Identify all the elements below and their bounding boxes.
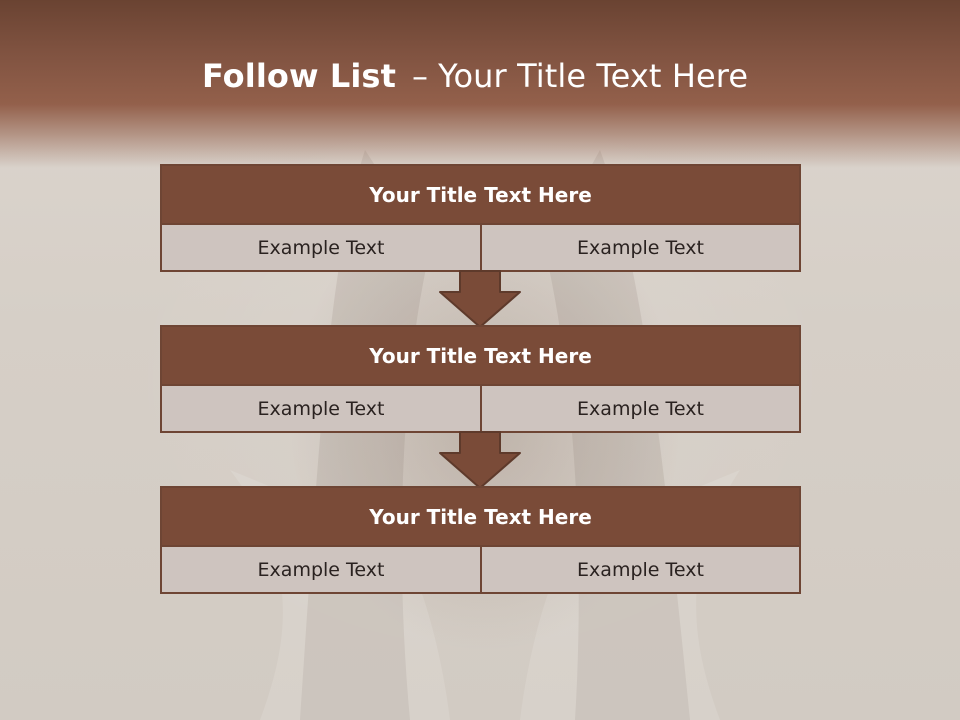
step-box-2: Your Title Text Here Example Text Exampl… <box>160 325 801 433</box>
step-cell-right: Example Text <box>482 386 799 431</box>
step-cell-left: Example Text <box>162 547 480 592</box>
step-title: Your Title Text Here <box>162 327 799 384</box>
slide-title: Follow List–Your Title Text Here <box>202 52 748 100</box>
step-box-1: Your Title Text Here Example Text Exampl… <box>160 164 801 272</box>
step-cell-right: Example Text <box>482 547 799 592</box>
down-arrow-icon <box>439 431 521 489</box>
flow-diagram: Your Title Text Here Example Text Exampl… <box>160 164 801 594</box>
step-cell-left: Example Text <box>162 225 480 270</box>
step-cell-left: Example Text <box>162 386 480 431</box>
step-box-3: Your Title Text Here Example Text Exampl… <box>160 486 801 594</box>
step-cell-right: Example Text <box>482 225 799 270</box>
down-arrow-icon <box>439 270 521 328</box>
step-title: Your Title Text Here <box>162 166 799 223</box>
slide-title-separator: – <box>411 57 429 95</box>
header-band <box>0 0 960 168</box>
slide-title-rest: Your Title Text Here <box>438 57 749 95</box>
step-title: Your Title Text Here <box>162 488 799 545</box>
slide-title-bold: Follow List <box>202 57 396 95</box>
